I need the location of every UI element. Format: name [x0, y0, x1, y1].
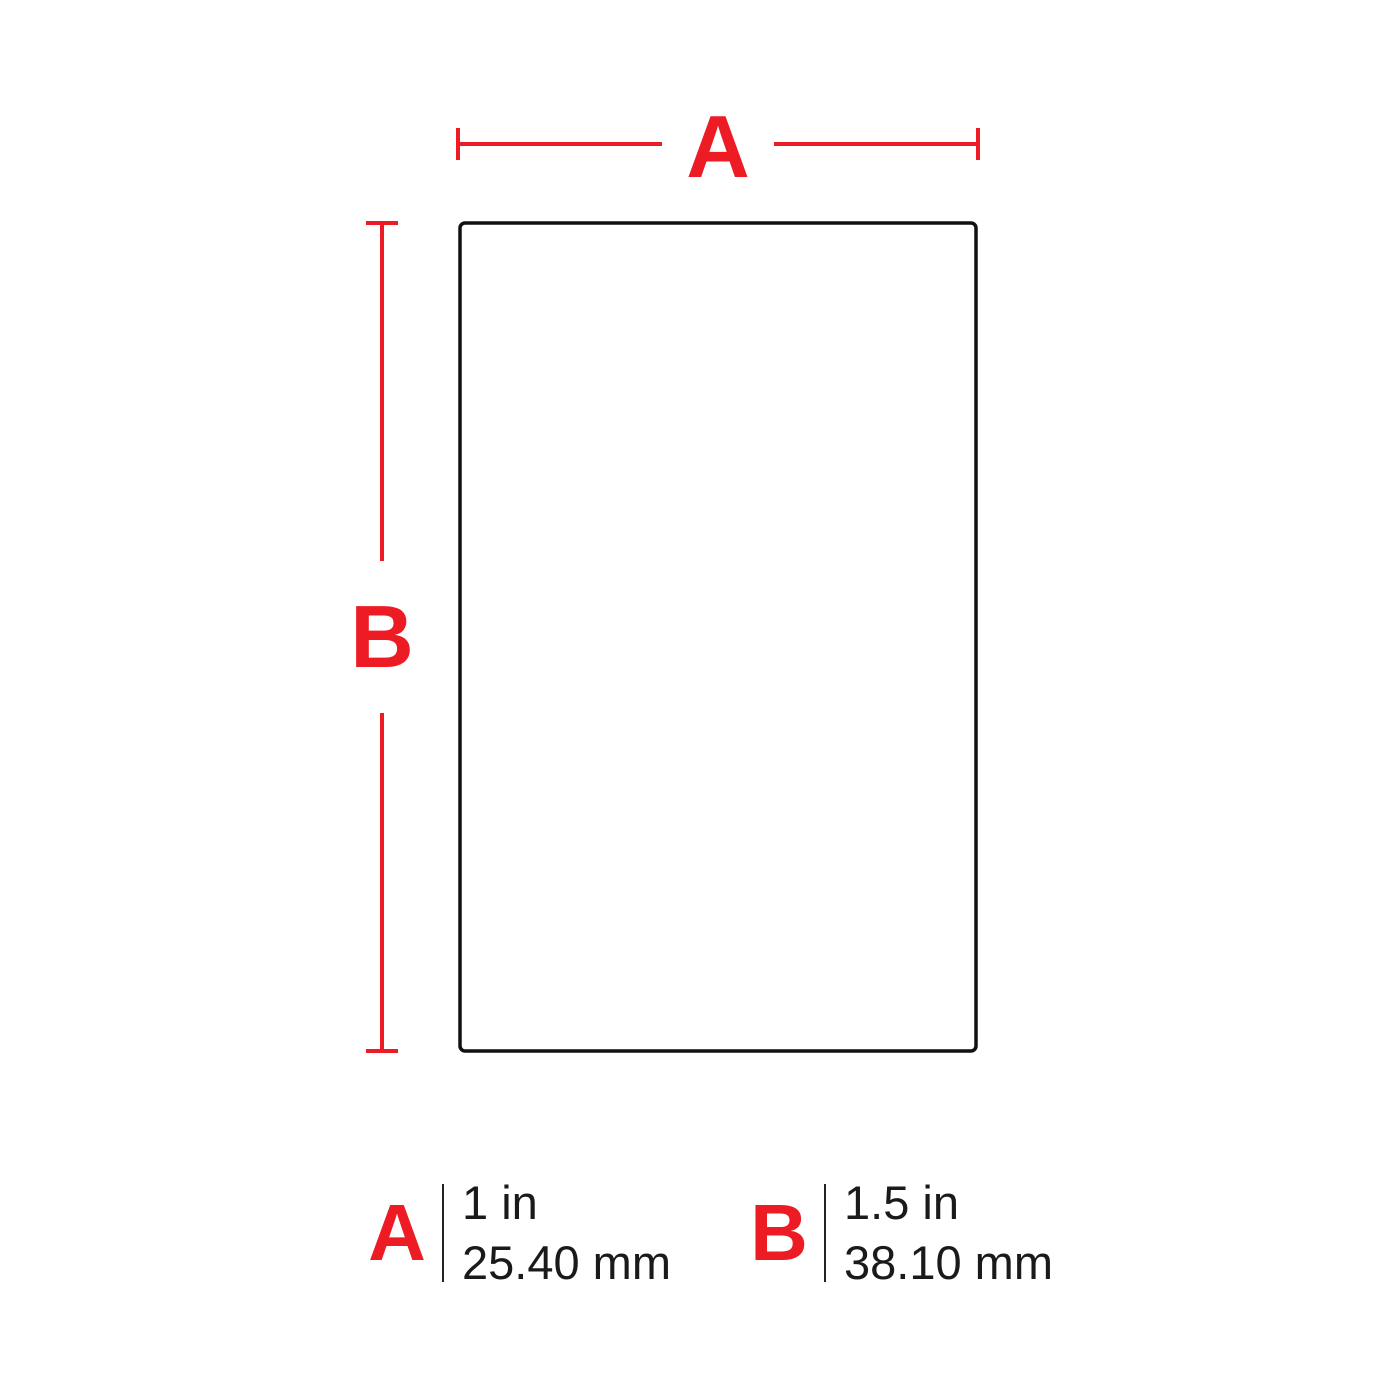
legend-b-metric: 38.10 mm	[844, 1236, 1053, 1289]
legend-a-imperial: 1 in	[462, 1176, 538, 1229]
legend-a-divider	[442, 1184, 444, 1282]
dimension-b-indicator	[366, 221, 398, 1053]
legend-a-values: 1 in 25.40 mm	[462, 1173, 671, 1293]
label-outline	[458, 221, 978, 1053]
legend-a-letter: A	[368, 1188, 426, 1277]
legend-dimension-a: A 1 in 25.40 mm	[364, 1176, 671, 1289]
legend-a-metric: 25.40 mm	[462, 1236, 671, 1289]
legend-b-letter: B	[750, 1188, 808, 1277]
dimension-b-label: B	[350, 587, 414, 686]
dimension-a-label: A	[686, 97, 750, 196]
legend-b-imperial: 1.5 in	[844, 1176, 959, 1229]
legend-dimension-b: B 1.5 in 38.10 mm	[746, 1176, 1053, 1289]
dimension-a-indicator	[456, 128, 980, 160]
legend-b-values: 1.5 in 38.10 mm	[844, 1173, 1053, 1293]
legend-b-divider	[824, 1184, 826, 1282]
